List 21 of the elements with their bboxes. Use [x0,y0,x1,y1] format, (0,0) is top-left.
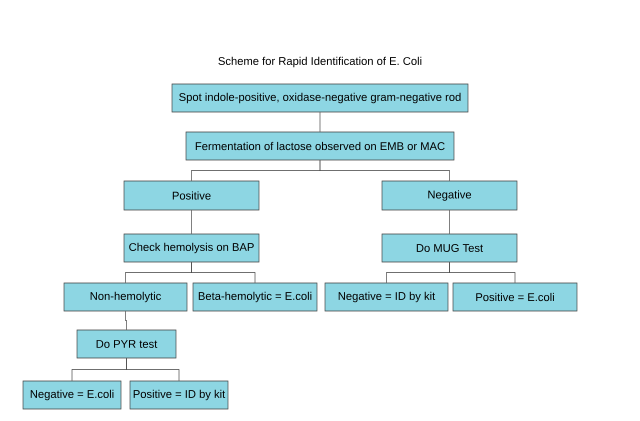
connector-line [320,160,450,181]
connector-line [449,262,516,283]
connector-line [126,358,180,381]
process-box: Fermentation of lactose observed on EMB or MAC [186,132,454,160]
process-box: Negative = E.coli [22,380,122,410]
process-box: Beta-hemolytic = E.coli [192,282,318,312]
connector-line [191,210,192,234]
process-box: Spot indole-positive, oxidase-negative gram-negative rod [172,84,468,112]
process-box: Check hemolysis on BAP [124,234,260,262]
connector-line [191,262,256,283]
process-box: Do MUG Test [382,234,518,262]
connector-line [449,210,450,234]
title: Scheme for Rapid Identification of E. Coli [218,56,422,68]
connector-line [125,311,127,330]
process-box: Do PYR test [76,330,176,358]
process-box: Positive = ID by kit [130,380,228,410]
process-box: Positive = E.coli [452,282,578,312]
process-box: Negative = ID by kit [324,282,448,312]
process-box: Positive [124,180,260,210]
process-box: Negative [382,180,518,210]
process-box: Non-hemolytic [64,282,188,312]
